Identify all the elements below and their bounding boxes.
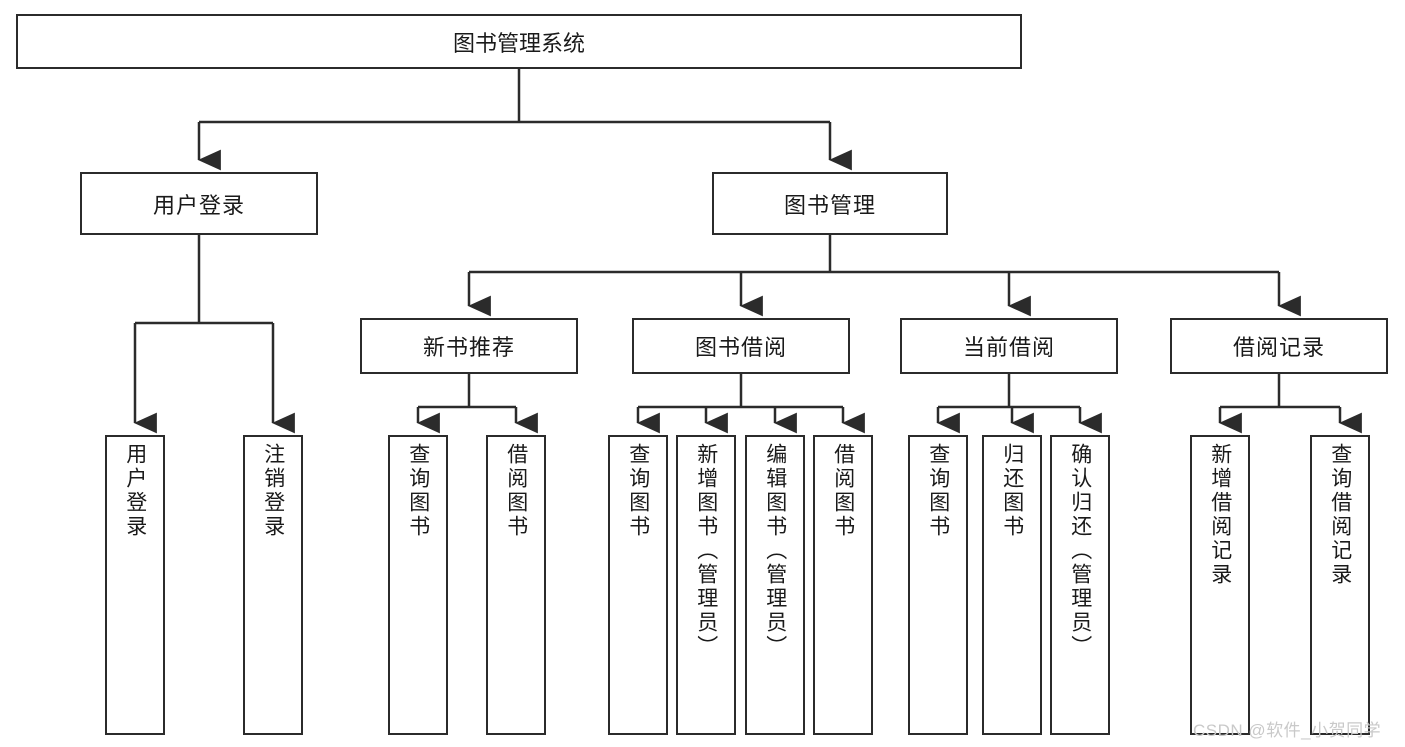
node-leaf-logout[interactable]: 注销登录 <box>243 435 303 735</box>
node-root[interactable]: 图书管理系统 <box>16 14 1022 69</box>
node-leaf-borrow-book-2[interactable]: 借阅图书 <box>813 435 873 735</box>
node-leaf-query-book-2-label: 查询图书 <box>626 443 650 539</box>
node-book-management[interactable]: 图书管理 <box>712 172 948 235</box>
node-borrow-record[interactable]: 借阅记录 <box>1170 318 1388 374</box>
node-leaf-query-book-3-label: 查询图书 <box>926 443 950 539</box>
node-book-borrow[interactable]: 图书借阅 <box>632 318 850 374</box>
node-leaf-add-book-admin[interactable]: 新增图书（管理员） <box>676 435 736 735</box>
node-leaf-query-book-1[interactable]: 查询图书 <box>388 435 448 735</box>
node-user-login-label: 用户登录 <box>152 192 245 218</box>
node-leaf-borrow-book-1[interactable]: 借阅图书 <box>486 435 546 735</box>
node-leaf-edit-book-admin-label: 编辑图书（管理员） <box>763 443 787 659</box>
node-new-book-recommend-label: 新书推荐 <box>422 335 515 360</box>
node-leaf-add-borrow-record[interactable]: 新增借阅记录 <box>1190 435 1250 735</box>
node-user-login[interactable]: 用户登录 <box>80 172 318 235</box>
node-leaf-logout-label: 注销登录 <box>261 443 285 539</box>
node-current-borrow-label: 当前借阅 <box>962 335 1055 360</box>
node-leaf-user-login-label: 用户登录 <box>123 443 147 539</box>
node-leaf-borrow-book-2-label: 借阅图书 <box>831 443 855 539</box>
node-book-management-label: 图书管理 <box>783 192 876 218</box>
node-leaf-return-book[interactable]: 归还图书 <box>982 435 1042 735</box>
node-current-borrow[interactable]: 当前借阅 <box>900 318 1118 374</box>
node-borrow-record-label: 借阅记录 <box>1232 335 1325 360</box>
node-leaf-borrow-book-1-label: 借阅图书 <box>504 443 528 539</box>
node-leaf-query-borrow-record-label: 查询借阅记录 <box>1328 443 1352 587</box>
node-leaf-user-login[interactable]: 用户登录 <box>105 435 165 735</box>
node-book-borrow-label: 图书借阅 <box>694 335 787 360</box>
node-leaf-query-book-2[interactable]: 查询图书 <box>608 435 668 735</box>
node-root-label: 图书管理系统 <box>452 30 585 56</box>
node-leaf-query-book-1-label: 查询图书 <box>406 443 430 539</box>
node-leaf-add-book-admin-label: 新增图书（管理员） <box>694 443 718 659</box>
node-leaf-return-book-label: 归还图书 <box>1000 443 1024 539</box>
node-leaf-add-borrow-record-label: 新增借阅记录 <box>1208 443 1232 587</box>
node-new-book-recommend[interactable]: 新书推荐 <box>360 318 578 374</box>
node-leaf-confirm-return-admin-label: 确认归还（管理员） <box>1068 443 1092 659</box>
node-leaf-confirm-return-admin[interactable]: 确认归还（管理员） <box>1050 435 1110 735</box>
csdn-watermark: CSDN @软件_小贺同学 <box>1193 721 1382 740</box>
node-leaf-query-borrow-record[interactable]: 查询借阅记录 <box>1310 435 1370 735</box>
node-leaf-edit-book-admin[interactable]: 编辑图书（管理员） <box>745 435 805 735</box>
node-leaf-query-book-3[interactable]: 查询图书 <box>908 435 968 735</box>
